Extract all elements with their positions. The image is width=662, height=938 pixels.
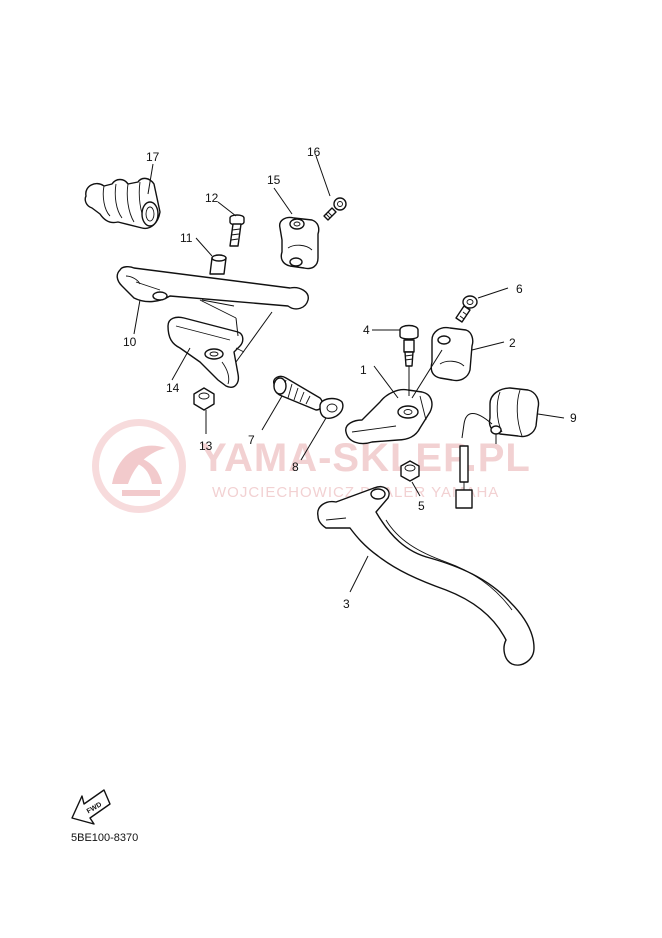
- callout-13: 13: [199, 439, 213, 453]
- part-1-bracket: [345, 388, 433, 445]
- callout-14: 14: [166, 381, 180, 395]
- part-4-bolt: [399, 324, 419, 367]
- part-14-bracket: [167, 316, 245, 388]
- part-8-locknut: [319, 397, 344, 419]
- fwd-arrow: FWD: [71, 789, 111, 825]
- callout-5: 5: [418, 499, 425, 513]
- part-9-switch: [455, 387, 540, 509]
- callout-17: 17: [146, 150, 160, 164]
- callout-10: 10: [123, 335, 137, 349]
- callout-2: 2: [509, 336, 516, 350]
- callouts: 1 2 3 4 5 6 7 8 9 10 11 12 13 14 15 16 1…: [123, 145, 577, 611]
- watermark-subline: WOJCIECHOWICZ DEALER YAMAHA: [212, 484, 499, 501]
- leader-lines: [133, 155, 565, 593]
- callout-6: 6: [516, 282, 523, 296]
- part-15-holder: [279, 216, 320, 270]
- part-11-collar: [209, 254, 227, 275]
- callout-7: 7: [248, 433, 255, 447]
- callout-1: 1: [360, 363, 367, 377]
- part-6-screw: [455, 295, 478, 323]
- part-16-screw: [323, 197, 347, 221]
- callout-12: 12: [205, 191, 219, 205]
- callout-9: 9: [570, 411, 577, 425]
- part-12-bolt: [229, 214, 245, 247]
- part-2-holder: [430, 326, 474, 382]
- part-13-nut: [193, 387, 215, 411]
- watermark-logo-icon: [92, 419, 186, 513]
- part-5-nut: [400, 460, 420, 482]
- watermark: YAMA-SKLEP.PL WOJCIECHOWICZ DEALER YAMAH…: [92, 419, 530, 513]
- callout-16: 16: [307, 145, 321, 159]
- part-17-grip: [84, 177, 161, 230]
- callout-4: 4: [363, 323, 370, 337]
- part-7-adjuster: [273, 375, 323, 411]
- diagram-code: 5BE100-8370: [71, 832, 139, 844]
- callout-15: 15: [267, 173, 281, 187]
- callout-8: 8: [292, 460, 299, 474]
- callout-3: 3: [343, 597, 350, 611]
- part-10-lever: [116, 265, 309, 319]
- part-3-lever: [317, 486, 535, 666]
- callout-11: 11: [180, 231, 193, 245]
- fwd-arrow-icon: [71, 789, 111, 825]
